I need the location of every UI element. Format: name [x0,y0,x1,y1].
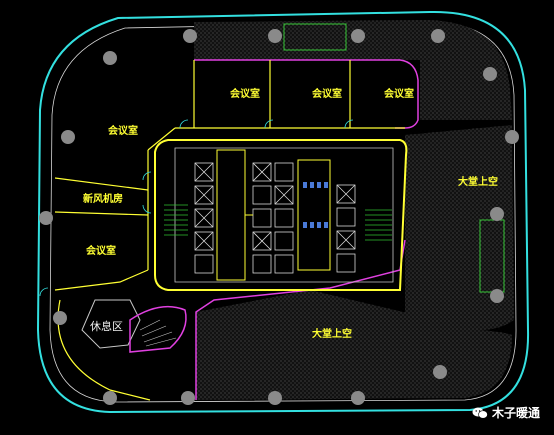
hatched-east [405,125,514,330]
label-lobby-void-east: 大堂上空 [458,175,498,188]
shafts-west [194,162,214,274]
spiral-stair [129,305,187,353]
label-meeting-room-west: 会议室 [108,124,138,137]
label-fresh-air-room: 新风机房 [83,192,123,205]
core-corridors [216,149,331,281]
core-boundary [154,139,408,291]
stair-west [164,204,188,236]
label-meeting-room-3: 会议室 [384,87,414,100]
spiral-stair-treads [139,319,177,347]
doors [39,119,354,297]
toilet-fixtures [303,182,328,228]
void-edge-north [194,59,419,129]
north-rooms [175,60,405,129]
stair-east [365,209,392,241]
watermark-text: 木子暖通 [491,406,540,420]
shafts-east [336,184,356,273]
core-inner [174,147,394,283]
wechat-icon [472,407,488,419]
west-rooms [54,127,176,291]
hatched-south [196,290,512,400]
screen-north [283,23,347,51]
slab-outline [36,10,530,414]
label-meeting-room-1: 会议室 [230,87,260,100]
lounge-outline [81,299,141,349]
label-meeting-room-sw: 会议室 [86,244,116,257]
columns [39,29,519,405]
shafts-center [252,162,294,274]
label-lounge: 休息区 [90,319,123,333]
lounge-curved-wall [57,299,151,401]
watermark: 木子暖通 [472,404,540,421]
label-meeting-room-2: 会议室 [312,87,342,100]
label-lobby-void-south: 大堂上空 [312,327,352,340]
hatched-north [194,20,512,120]
facade-line [49,21,517,403]
